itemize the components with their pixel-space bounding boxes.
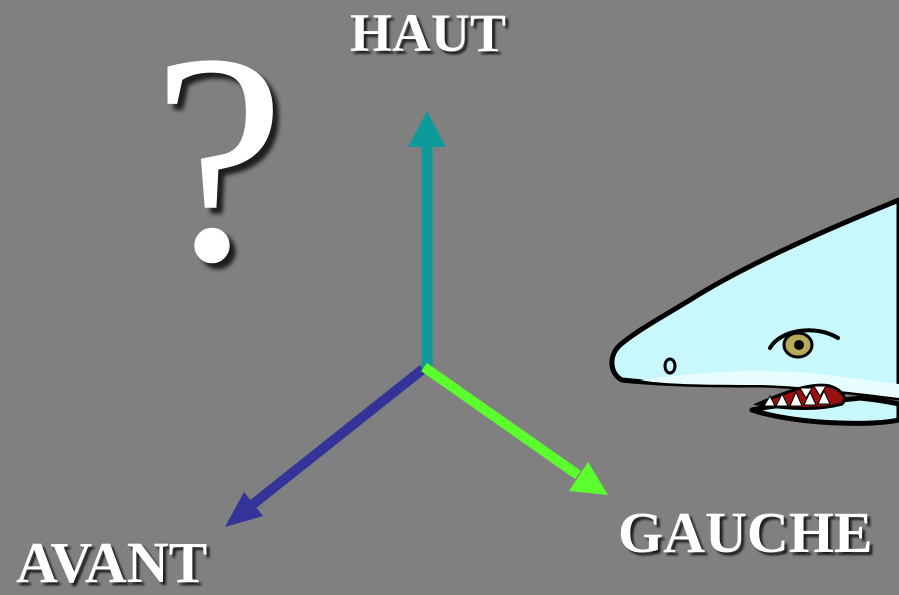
up-axis-arrow [408,111,446,368]
front-axis-head [225,492,263,527]
question-mark-icon: ? [152,0,286,324]
shark-icon [609,197,899,426]
front-label: AVANT [16,530,208,595]
shark-nostril [663,357,677,375]
shark-pupil [794,340,804,350]
shark-brow [768,328,840,350]
shark-underside [640,371,899,398]
left-label: GAUCHE [618,500,873,565]
shark-head [609,197,899,401]
front-axis-arrow [225,365,427,527]
up-axis-head [408,111,446,147]
left-axis-head [569,462,608,495]
up-label: HAUT [350,3,507,63]
left-axis-shaft [421,362,581,480]
shark-teeth [763,385,831,407]
left-axis-arrow [421,362,608,495]
front-axis-shaft [248,365,427,509]
